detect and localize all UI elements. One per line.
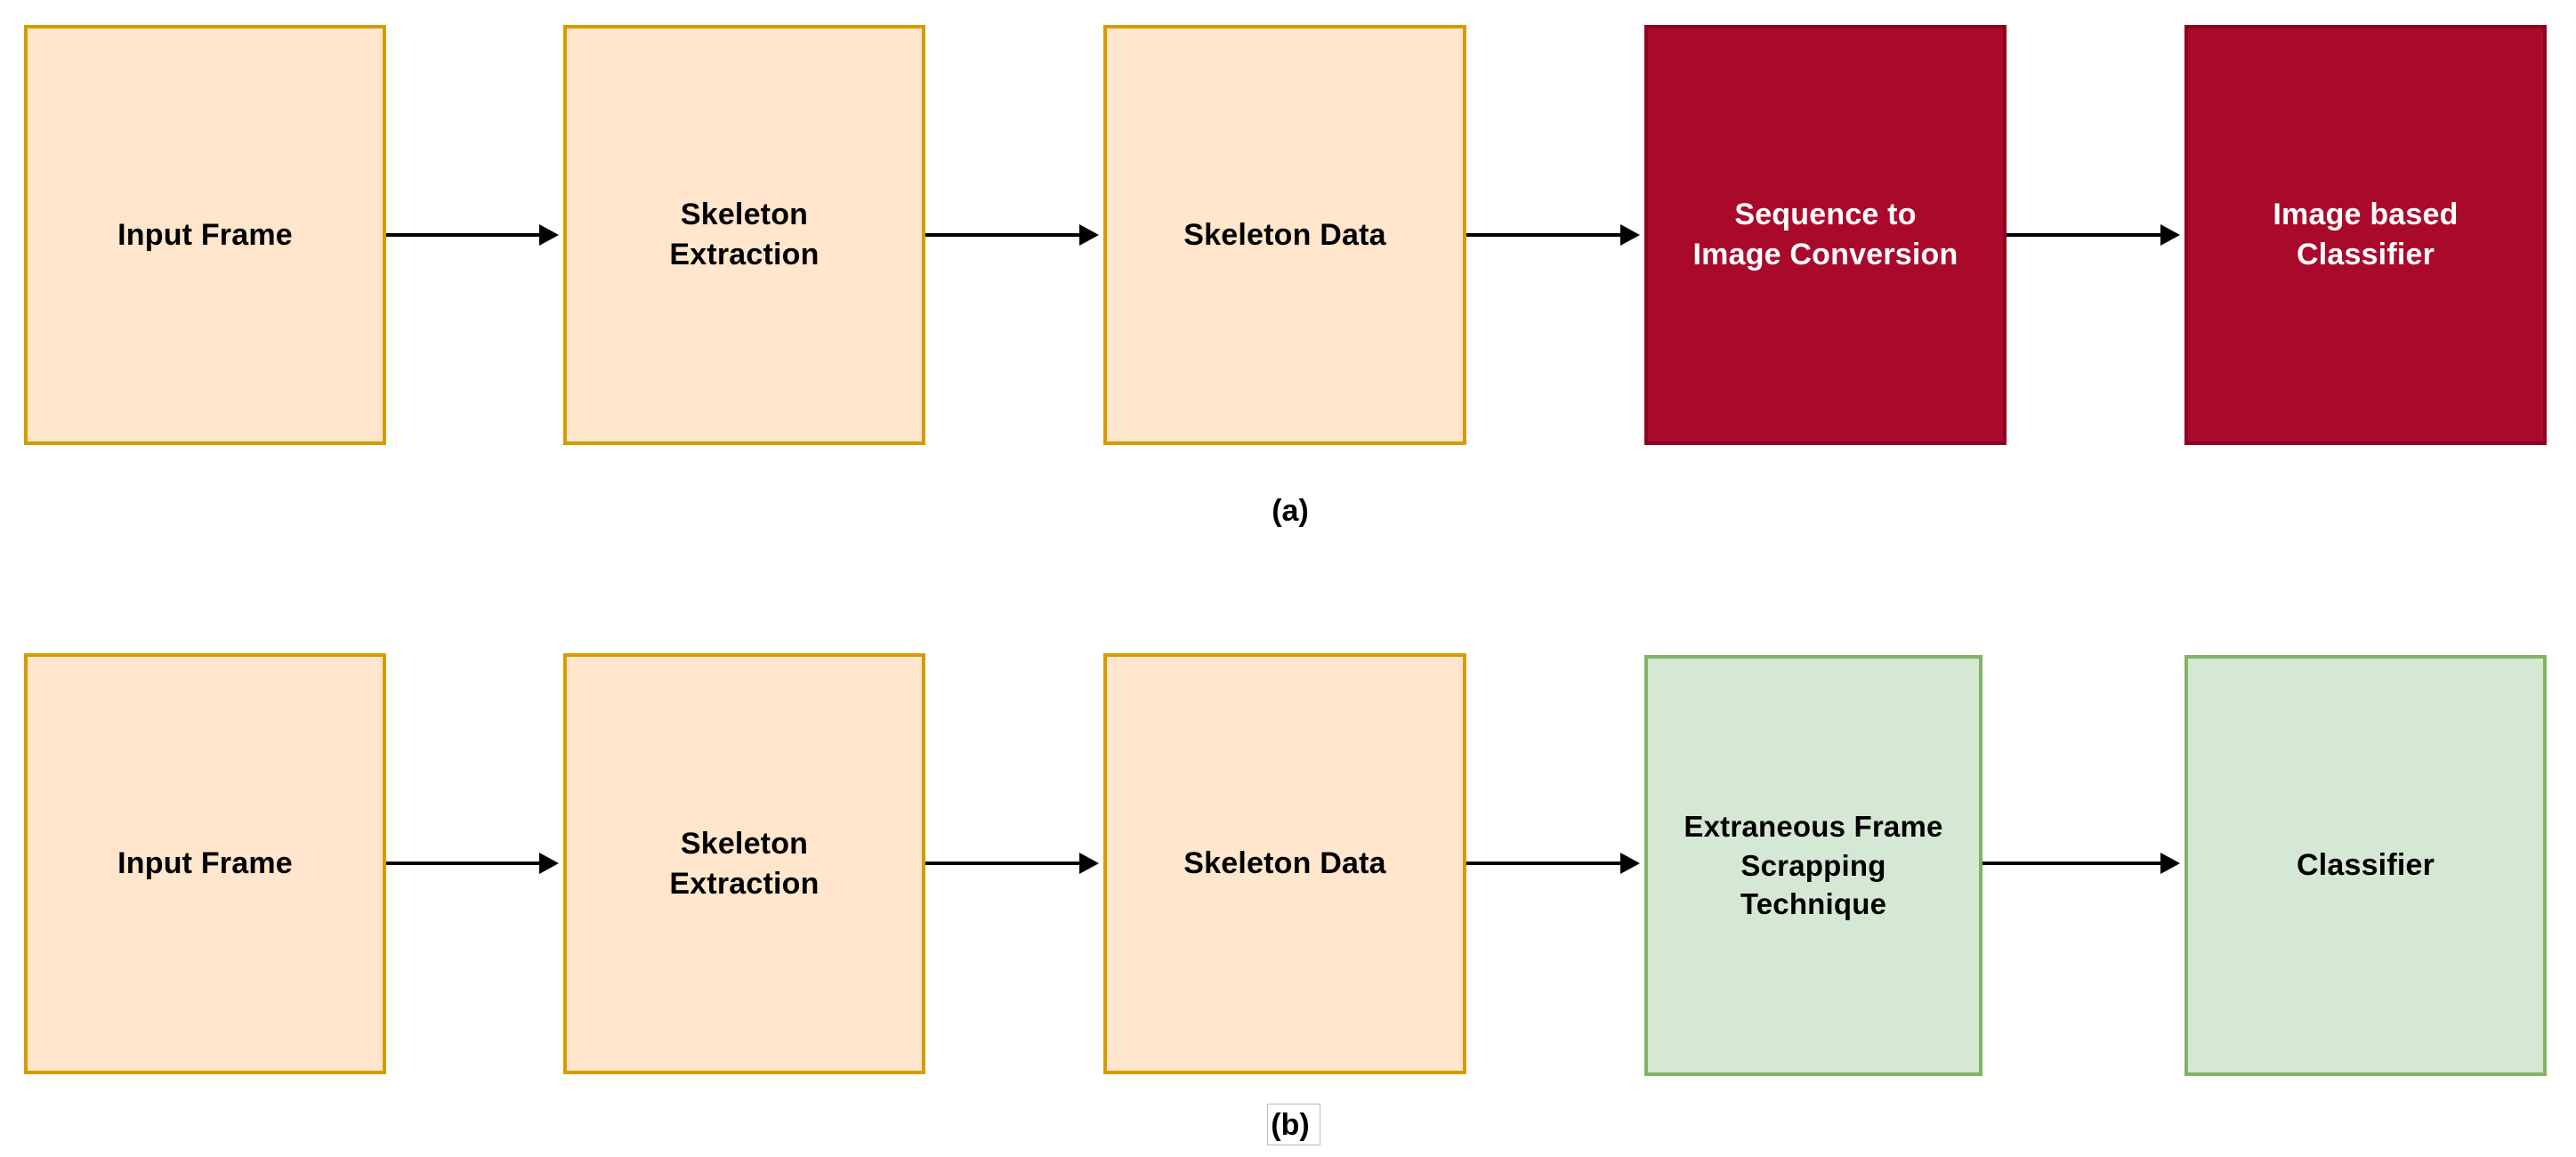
edge-a-4 — [2007, 233, 2160, 237]
node-b-classifier[interactable]: Classifier — [2184, 655, 2547, 1076]
node-b-extraneous-frame-scrapping-technique[interactable]: Extraneous Frame Scrapping Technique — [1644, 655, 1982, 1076]
node-label: Sequence to Image Conversion — [1692, 198, 1958, 271]
node-a-skeleton-extraction[interactable]: Skeleton Extraction — [563, 25, 925, 445]
arrowhead-b-4 — [2160, 853, 2180, 874]
node-b-input-frame[interactable]: Input Frame — [24, 653, 386, 1074]
node-label: Input Frame — [117, 217, 293, 252]
edge-a-3 — [1466, 233, 1620, 237]
node-a-input-frame[interactable]: Input Frame — [24, 25, 386, 445]
edge-a-1 — [386, 233, 539, 237]
node-label: Skeleton Data — [1183, 846, 1386, 881]
arrowhead-a-3 — [1620, 224, 1640, 246]
arrowhead-b-3 — [1620, 853, 1640, 874]
caption-a: (a) — [1272, 494, 1309, 528]
arrowhead-a-2 — [1079, 224, 1099, 246]
node-label: Skeleton Data — [1183, 217, 1386, 252]
arrowhead-b-2 — [1079, 853, 1099, 874]
node-b-skeleton-data[interactable]: Skeleton Data — [1103, 653, 1466, 1074]
node-a-skeleton-data[interactable]: Skeleton Data — [1103, 25, 1466, 445]
node-a-sequence-to-image-conversion[interactable]: Sequence to Image Conversion — [1644, 25, 2007, 445]
node-label: Input Frame — [117, 846, 293, 881]
edge-b-1 — [386, 862, 539, 865]
node-label: Classifier — [2296, 848, 2435, 883]
node-label: Skeleton Extraction — [669, 198, 820, 271]
caption-b-selection-box — [1267, 1104, 1320, 1145]
node-label: Extraneous Frame Scrapping Technique — [1684, 810, 1943, 921]
arrowhead-a-4 — [2160, 224, 2180, 246]
edge-b-3 — [1466, 862, 1620, 865]
node-label: Skeleton Extraction — [669, 826, 820, 901]
caption-b: (b) — [1271, 1108, 1310, 1142]
node-label: Image based Classifier — [2273, 198, 2459, 271]
edge-b-2 — [925, 862, 1079, 865]
edge-b-4 — [1982, 862, 2160, 865]
node-a-image-based-classifier[interactable]: Image based Classifier — [2184, 25, 2547, 445]
node-b-skeleton-extraction[interactable]: Skeleton Extraction — [563, 653, 925, 1074]
arrowhead-b-1 — [539, 853, 559, 874]
arrowhead-a-1 — [539, 224, 559, 246]
edge-a-2 — [925, 233, 1079, 237]
